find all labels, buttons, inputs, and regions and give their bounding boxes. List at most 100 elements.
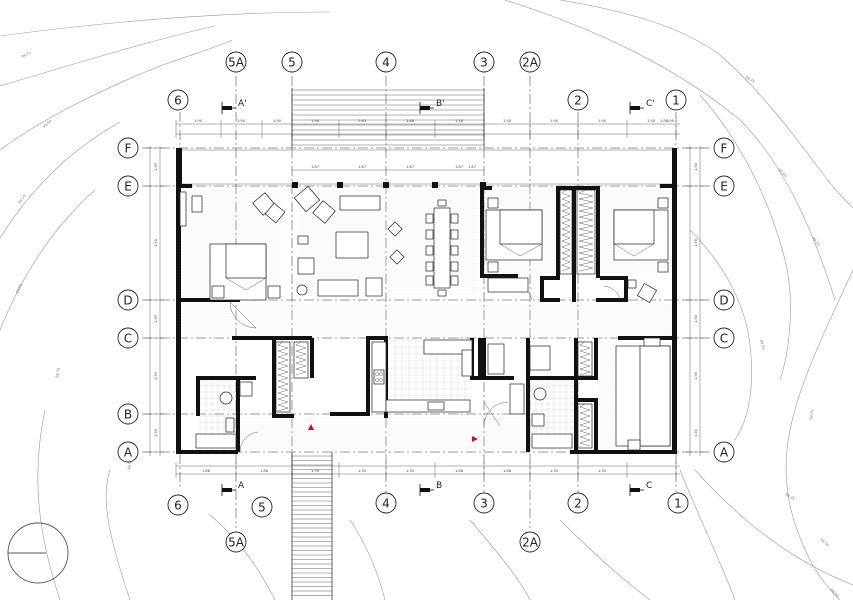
contour-line xyxy=(679,469,736,600)
bed-north-east-1 xyxy=(485,197,543,293)
contour-line xyxy=(105,469,131,600)
dimension-label: 1.88 xyxy=(260,469,269,473)
section-mark: C xyxy=(629,481,652,496)
grid-bubble-label: 1 xyxy=(672,94,680,108)
kitchen xyxy=(371,339,473,413)
contour-label: 99.50 xyxy=(777,168,788,179)
contour-label: 99.25 xyxy=(18,194,27,205)
contour-label: 99.00 xyxy=(15,283,23,295)
contour-line xyxy=(699,94,791,381)
section-mark: C' xyxy=(629,99,655,114)
dimension-label: 1.90 xyxy=(273,119,282,123)
grid-bubble-label: 2 xyxy=(574,94,582,108)
grid-bubble-top: 5A xyxy=(225,51,247,73)
furniture xyxy=(179,185,671,451)
contour-line xyxy=(694,469,853,586)
dimension-label: 1.90 xyxy=(694,238,698,247)
grid-bubble-label: 5 xyxy=(258,501,266,515)
grid-bubble-label: A xyxy=(720,446,729,460)
grid-bubble-label: 2A xyxy=(522,56,539,70)
contour-line xyxy=(37,409,61,600)
contour-line xyxy=(349,519,386,600)
grid-bubble-right: D xyxy=(713,289,735,311)
dimension-label: 1.87 xyxy=(358,165,366,169)
dimension-label: 1.90 xyxy=(154,428,158,437)
grid-bubble-right: E xyxy=(713,175,735,197)
dimension-label: 1.90 xyxy=(660,119,669,123)
section-mark: A xyxy=(221,481,245,496)
contour-label: 99.75 xyxy=(745,75,756,84)
contour-label: 99.25 xyxy=(811,236,820,247)
dimension-lines xyxy=(146,120,704,478)
grid-bubble-bottom: 2A xyxy=(519,531,541,553)
grid-bubble-left: E xyxy=(117,175,139,197)
section-label: C' xyxy=(646,99,655,109)
wall-south-east xyxy=(570,450,677,454)
grid-bubble-top: 4 xyxy=(375,51,397,73)
dimension-label: 1.88 xyxy=(503,469,512,473)
grid-bubble-label: E xyxy=(124,180,132,194)
grid-bubble-top: 2 xyxy=(567,89,589,111)
dimension-label: 1.90 xyxy=(154,314,158,323)
wall-west xyxy=(176,148,181,452)
grid-bubble-label: 4 xyxy=(382,497,390,511)
dimension-label: 1.90 xyxy=(694,314,698,323)
dimension-label: 1.90 xyxy=(503,119,512,123)
contour-line xyxy=(0,25,216,87)
grid-bubble-label: 1 xyxy=(674,497,682,511)
contour-label: 98.75 xyxy=(809,409,815,420)
grid-bubble-label: 6 xyxy=(174,94,182,108)
grid-bubble-bottom: 1 xyxy=(667,492,689,514)
armchairs-west xyxy=(179,191,286,227)
section-label: A' xyxy=(238,99,247,109)
grid-bubble-left: C xyxy=(117,327,139,349)
living-furniture xyxy=(293,185,405,297)
section-label: A xyxy=(238,481,245,491)
bathroom-west xyxy=(195,381,253,449)
dimension-label: 1.88 xyxy=(202,469,211,473)
section-mark: B' xyxy=(419,99,445,114)
section-mark: B xyxy=(419,481,442,496)
contour-line xyxy=(785,269,853,600)
grid-bubble-bottom: 4 xyxy=(375,492,397,514)
grid-bubble-label: 3 xyxy=(480,497,488,511)
grid-bubble-bottom: 5 xyxy=(251,496,273,518)
contour-line xyxy=(559,0,853,209)
dimension-label: 1.90 xyxy=(406,469,415,473)
contour-line xyxy=(469,519,531,600)
grid-bubble-label: C xyxy=(124,332,132,346)
contour-line xyxy=(504,0,836,301)
dining-table xyxy=(425,199,459,297)
dimension-label: 1.87 xyxy=(406,165,414,169)
contour-line xyxy=(209,514,276,600)
contour-label: 98.75 xyxy=(55,367,61,378)
section-label: C xyxy=(646,481,652,491)
contour-line xyxy=(0,11,331,37)
dimension-label: 1.90 xyxy=(194,119,203,123)
dimension-label: 1.88 xyxy=(455,469,464,473)
grid-bubble-bottom: 5A xyxy=(225,531,247,553)
grid-bubble-label: D xyxy=(123,294,132,308)
dimension-label: 1.90 xyxy=(694,428,698,437)
wall-north-west xyxy=(180,184,192,188)
contour-label: 98.50 xyxy=(819,538,830,548)
grid-bubble-label: 5A xyxy=(228,56,245,70)
contour-elevation-labels: 99.7599.5099.2599.0098.7598.5099.7599.50… xyxy=(15,51,840,599)
section-mark: A' xyxy=(221,99,247,114)
dimension-label: 1.90 xyxy=(311,119,320,123)
grid-bubble-top: 2A xyxy=(519,51,541,73)
dimension-label: 1.90 xyxy=(598,119,607,123)
grid-bubble-label: 5 xyxy=(288,56,296,70)
section-label: B xyxy=(436,481,442,491)
grid-bubble-bottom: 6 xyxy=(167,494,189,516)
dimension-label: 1.90 xyxy=(237,119,246,123)
grid-bubble-label: F xyxy=(125,142,132,156)
grid-bubble-label: 2A xyxy=(522,536,539,550)
contour-label: 99.50 xyxy=(42,119,53,129)
dimension-label: 1.90 xyxy=(694,162,698,171)
wall-north-east xyxy=(660,184,674,188)
contour-label: 99.00 xyxy=(759,339,766,351)
